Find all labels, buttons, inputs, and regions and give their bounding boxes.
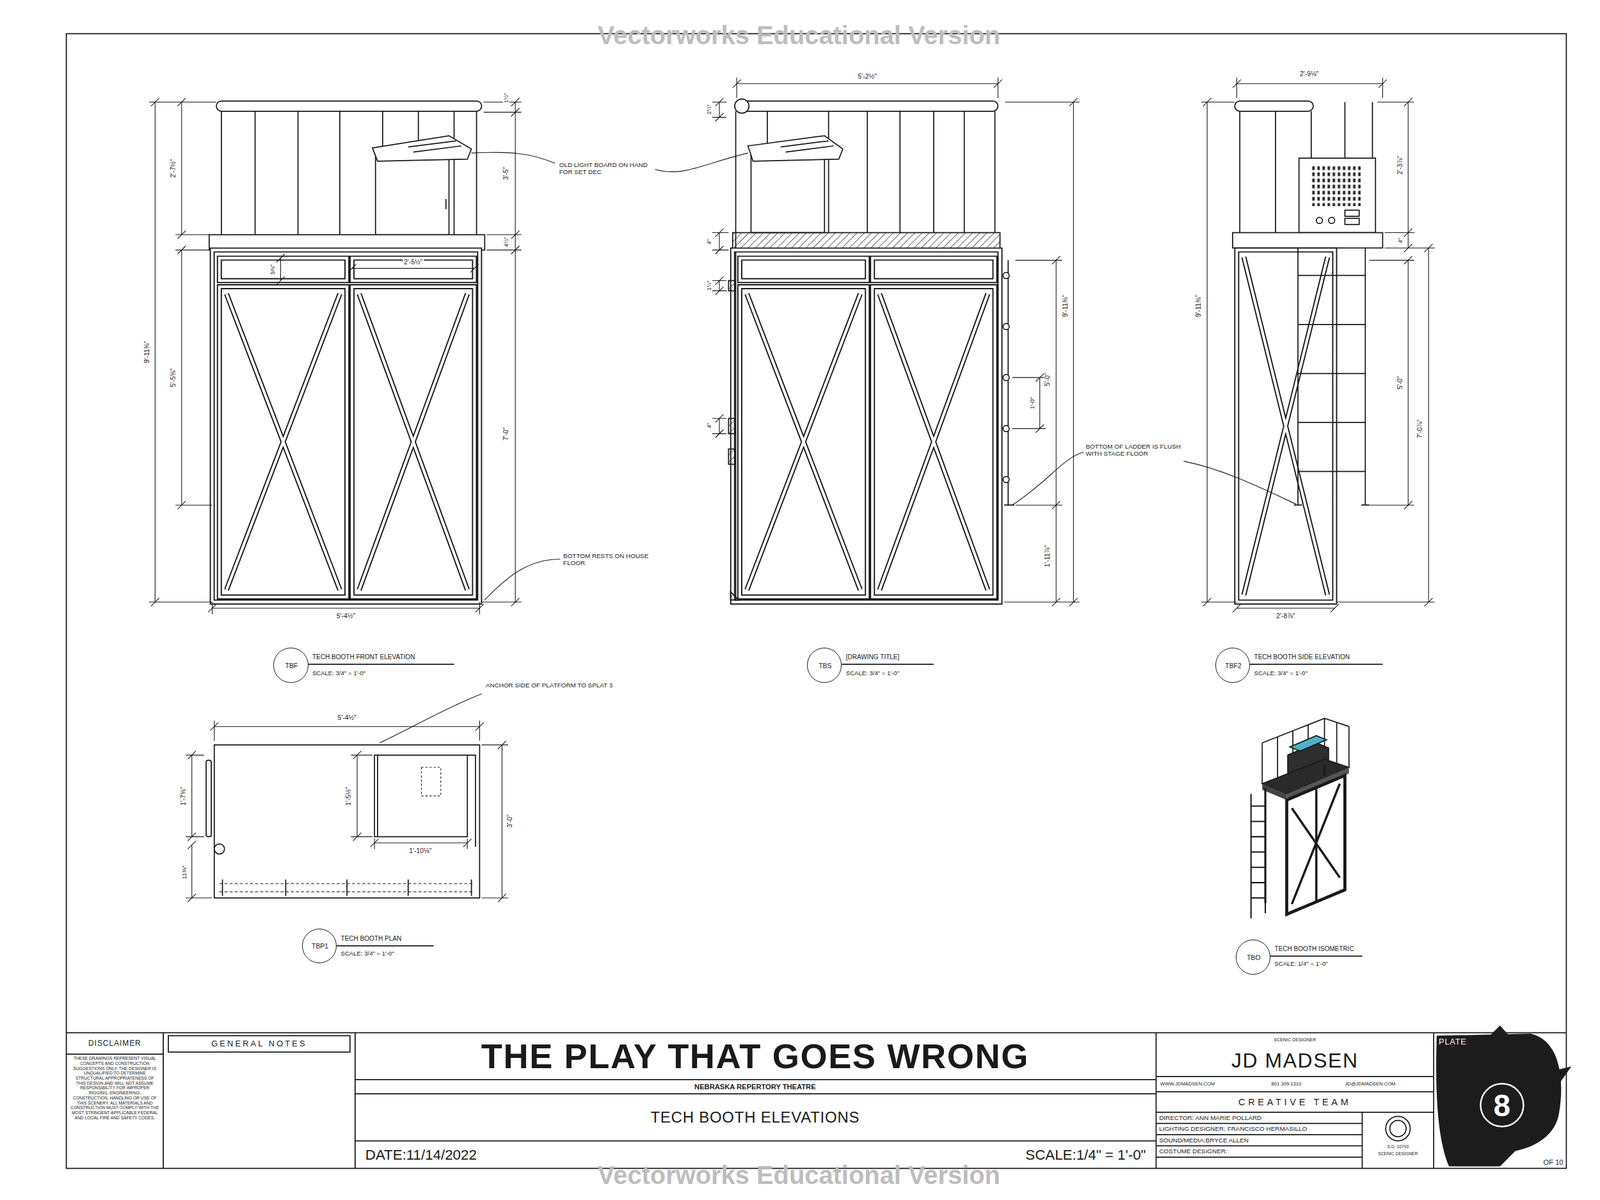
dimension: 2'-9⅛" [1298,70,1320,79]
dimension: 2'-3⅞" [1396,154,1405,176]
middle-elevation [712,77,1080,607]
date-scale-band-text: DATE:11/14/2022 [365,1146,477,1164]
sheet-border [66,33,1572,1169]
drawing-scale: SCALE: 3/4" = 1'-0" [312,668,366,676]
drawing-tag: TBF2 [1215,647,1250,683]
dimension: 5'-0" [1396,375,1405,392]
designer-box: SCENIC DESIGNER JD MADSEN [1155,1032,1434,1078]
watermark: Vectorworks Educational Version [597,1160,1001,1191]
dimension: 2½" [705,103,713,116]
dimension: 2'-5½" [402,258,424,267]
team-list-text: DIRECTOR: ANN MARIE POLLARD [1159,1114,1262,1122]
drawing-tag: TBF [273,647,308,683]
drawing-title: TECH BOOTH SIDE ELEVATION [1254,653,1351,662]
contact-text: WWW.JDMADSEN.COM [1160,1081,1215,1088]
drawing-tag-text: TBO [1246,954,1261,962]
team-list-text: SOUND/MEDIA:BRYCE ALLEN [1159,1136,1249,1144]
disclaimer-box-text: DISCLAIMER [88,1039,142,1049]
callout-note: OLD LIGHT BOARD ON HAND FOR SET DEC [559,161,654,176]
sheet-name-box-text: TECH BOOTH ELEVATIONS [650,1108,860,1127]
drawing-tag-text: TBS [818,662,832,671]
dimension: 5'-0" [1043,371,1052,388]
dimension: 1½" [503,91,510,104]
dimension: 9'-11⅜" [1061,293,1070,319]
dimension: 5'-2½" [856,72,879,81]
dimension: 4½" [503,235,510,248]
drawing-tag: TBS [807,647,842,683]
team-list: DIRECTOR: ANN MARIE POLLARD LIGHTING DESI… [1155,1112,1362,1169]
drawing-tag-text: TBP1 [311,942,329,951]
team-heading: CREATIVE TEAM [1155,1091,1434,1113]
dimension: 5⅜" [269,263,276,276]
sheet-name-box: TECH BOOTH ELEVATIONS [355,1093,1157,1141]
drawing-scale: SCALE: 3/4" = 1'-0" [846,668,900,676]
leader-lines [308,152,1384,957]
drawing-title: TECH BOOTH FRONT ELEVATION [312,653,416,662]
dimension: 4" [705,421,713,430]
isometric-view [1251,718,1350,919]
team-list-text: COSTUME DESIGNER: [1159,1148,1227,1156]
stamp-text: SCENIC DESIGNER [1377,1151,1418,1157]
drawing-tag: TBP1 [302,928,337,964]
dimension: 1½" [705,279,713,292]
dimension: 1'-11⅞" [1043,544,1052,569]
dimension: 4" [705,238,713,246]
sheet-title: THE PLAY THAT GOES WRONG [481,1036,1030,1076]
dimension: 9'-11⅜" [143,339,152,365]
contact-text: 801.309.1310 [1271,1081,1302,1088]
drawing-tag-text: TBF2 [1224,662,1241,671]
drawing-title: TECH BOOTH PLAN [341,935,402,943]
dimension: 1'-0" [1027,395,1035,411]
callout-note: BOTTOM OF LADDER IS FLUSH WITH STAGE FLO… [1085,442,1186,458]
contact-text: JD@JDMADSEN.COM [1344,1081,1396,1088]
notes-box: GENERAL NOTES [163,1032,356,1169]
plan-view [185,720,509,903]
dimension: 2'-8⅞" [1274,612,1296,621]
venue-band-text: NEBRASKA REPERTORY THEATRE [694,1082,816,1092]
dimension: 3'-5" [502,165,511,182]
drawing-scale: SCALE: 3/4" = 1'-0" [1254,668,1308,676]
callout-note: BOTTOM RESTS ON HOUSE FLOOR [563,552,651,568]
dimension: 1'-5½" [344,785,353,807]
date-scale-band-text: SCALE:1/4" = 1'-0" [1025,1146,1146,1164]
dimension: 7'-0" [502,425,511,442]
dimension: 1'-10⅛" [407,847,433,856]
plate-box-text: 8 [1493,1087,1512,1123]
notes-box-text: GENERAL NOTES [211,1039,307,1049]
plate-box-text: OF 10 [1543,1158,1564,1167]
drawing-title: [DRAWING TITLE] [846,653,900,662]
disclaimer-box-text: THESE DRAWINGS REPRESENT VISUAL CONCEPTS… [70,1056,160,1120]
dimension: 3'-0" [506,813,514,830]
team-heading-text: CREATIVE TEAM [1238,1096,1352,1108]
dimension: 11⅜" [179,864,187,881]
venue-band: NEBRASKA REPERTORY THEATRE [355,1079,1157,1094]
team-list-text: LIGHTING DESIGNER: FRANCISCO HERMASILLO [1159,1125,1307,1133]
drawing-tag-text: TBF [285,662,299,671]
plate-box-text: PLATE [1438,1037,1467,1048]
dimension: 7'-0⅞" [1416,417,1424,440]
dimension: 9'-11⅜" [1194,293,1203,319]
drawing-scale: SCALE: 3/4" = 1'-0" [341,949,395,957]
drawing-tag: TBO [1235,939,1271,975]
drawing-title: TECH BOOTH ISOMETRIC [1274,945,1354,953]
dimension: 1'-7⅝" [179,785,188,807]
disclaimer-box: DISCLAIMER THESE DRAWINGS REPRESENT VISUA… [66,1032,164,1169]
designer-box-text: SCENIC DESIGNER [1273,1037,1316,1043]
dimension: 5'-5⅝" [169,366,178,388]
callout-note: ANCHOR SIDE OF PLATFORM TO SPLAT 3 [485,681,614,689]
watermark: Vectorworks Educational Version [597,21,1001,51]
dimension: 5'-4½" [335,612,357,621]
dimension: 2'-7½" [169,157,178,179]
stamp-text: S.D. 10793 [1387,1144,1409,1150]
side-elevation [1201,77,1435,612]
dimension: 4" [1396,236,1403,245]
designer-box-text: JD MADSEN [1231,1048,1359,1072]
dimension: 5'-4½" [336,714,358,722]
front-elevation [149,97,522,615]
drawing-scale: SCALE: 1/4" = 1'-0" [1274,960,1328,968]
plate-box: PLATE 8 OF 10 [1433,1032,1567,1169]
